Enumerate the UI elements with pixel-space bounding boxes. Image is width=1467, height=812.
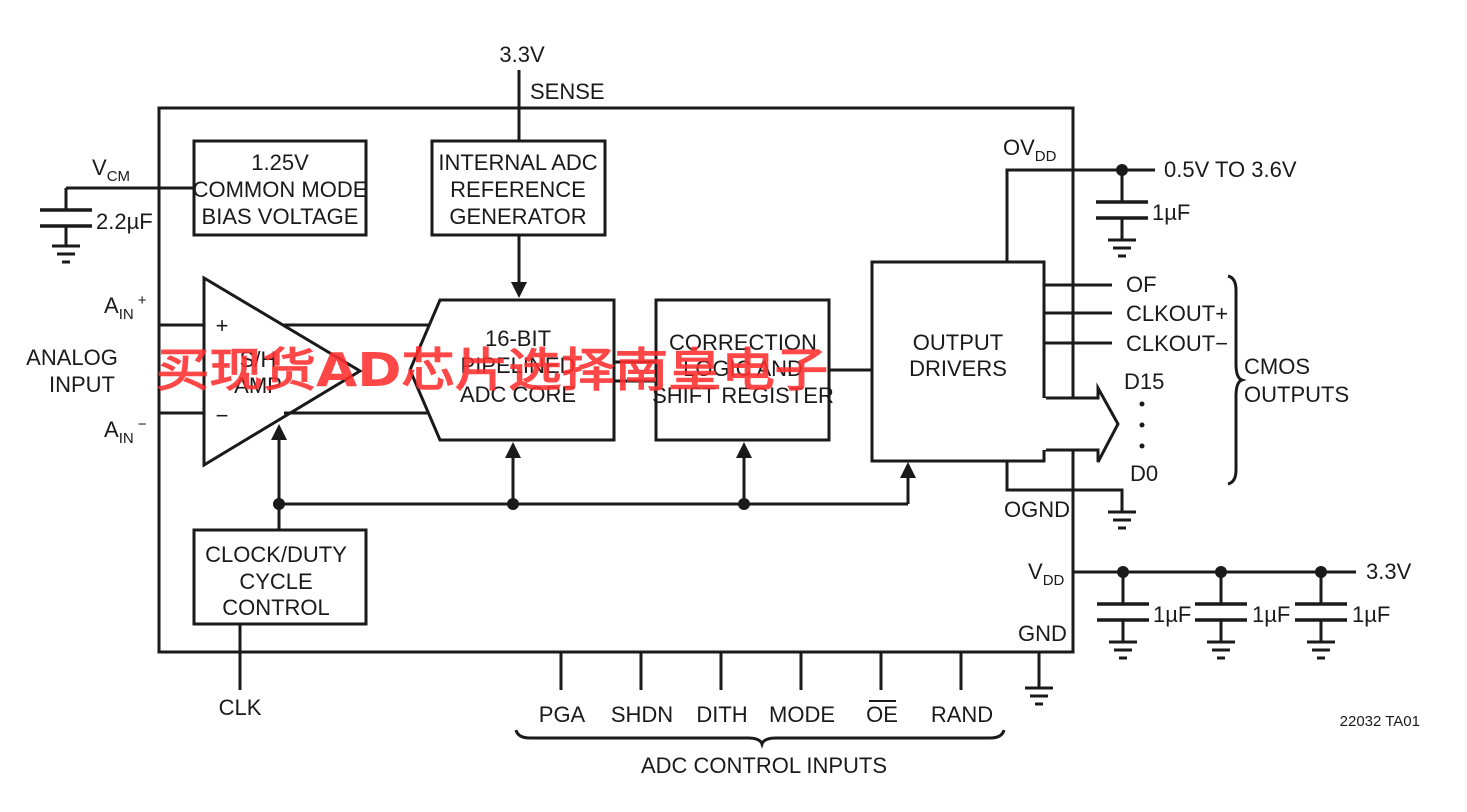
oe-label: OE [866,702,898,727]
adc-core-block [408,298,616,442]
arrow-up-icon [736,442,752,458]
sense-label: SENSE [530,79,605,104]
analog-input-line2: INPUT [49,372,115,397]
clk-line1: CLOCK/DUTY [205,542,347,567]
vdd-cap1-value: 1µF [1153,602,1191,627]
chip-outline [157,106,1075,654]
pga-label: PGA [539,702,586,727]
bias-voltage-block [192,139,368,237]
ground-icon [52,244,80,264]
out-line1: OUTPUT [913,330,1003,355]
of-label: OF [1126,272,1157,297]
bus-ellipsis-dot-3 [1139,443,1145,449]
data-bus-arrow-icon [1042,382,1120,463]
sh-line1: S/H [240,347,277,372]
watermark-text: 买现货AD芯片选择南皇电子 [156,343,828,397]
arrow-up-icon [900,462,916,478]
corr-line1: CORRECTION [669,330,817,355]
clock-duty-cycle-block [192,528,368,626]
clk-label: CLK [219,695,262,720]
supply-top-label: 3.3V [499,42,545,67]
analog-input-line1: ANALOG [26,345,118,370]
ovdd-wire [1005,168,1155,262]
ref-line1: INTERNAL ADC [438,150,597,175]
control-inputs-label: ADC CONTROL INPUTS [641,753,887,778]
sh-minus-label: − [216,403,229,428]
ain-minus-label: AIN− [104,416,147,447]
arrow-up-icon [271,424,287,440]
ground-icon [1108,510,1136,530]
figure-id-label: 22032 TA01 [1340,713,1420,730]
ov-range-label: 0.5V TO 3.6V [1164,157,1297,182]
sh-amp-triangle [202,275,363,468]
vdd-decoupling-cap-1 [1097,566,1149,660]
clkout-plus-label: CLKOUT+ [1126,301,1228,326]
bus-ellipsis-dot-2 [1139,422,1145,428]
ground-icon [1108,238,1136,258]
sh-line2: AMP [234,373,282,398]
corr-line2: LOGIC AND [683,356,803,381]
reference-generator-block [430,139,607,237]
bias-line1: 1.25V [251,150,309,175]
vdd-cap3-value: 1µF [1352,602,1390,627]
bias-line2: COMMON MODE [193,177,368,202]
out-line2: DRIVERS [909,356,1007,381]
vdd-decoupling-cap-3 [1295,566,1347,660]
ovdd-label: OVDD [1003,135,1057,165]
mode-label: MODE [769,702,835,727]
clk-line2: CYCLE [239,569,312,594]
dith-label: DITH [696,702,747,727]
vcm-cap-value: 2.2µF [96,209,153,234]
clkout-minus-label: CLKOUT− [1126,331,1228,356]
gnd-label: GND [1018,621,1067,646]
rand-label: RAND [931,702,993,727]
sh-plus-label: + [216,313,229,338]
ref-line3: GENERATOR [449,204,586,229]
vcm-label: VCM [92,155,130,185]
adc-line3: ADC CORE [460,382,576,407]
bus-ellipsis-dot-1 [1139,401,1145,407]
ground-icon [1025,686,1053,706]
ain-plus-label: AIN+ [104,292,147,323]
vdd-decoupling-cap-2 [1195,566,1247,660]
ognd-label: OGND [1004,497,1070,522]
ref-line2: REFERENCE [450,177,586,202]
adc-line1: 16-BIT [485,326,551,351]
vdd-cap2-value: 1µF [1252,602,1290,627]
ov-cap-value: 1µF [1152,200,1190,225]
d15-label: D15 [1124,369,1164,394]
output-drivers-block [870,260,1046,463]
cmos-line2: OUTPUTS [1244,382,1349,407]
correction-logic-block [654,298,831,442]
corr-line3: SHIFT REGISTER [652,383,834,408]
arrow-down-icon [511,282,527,298]
bias-line3: BIAS VOLTAGE [202,204,359,229]
arrow-up-icon [505,442,521,458]
clk-line3: CONTROL [222,595,330,620]
d0-label: D0 [1130,461,1158,486]
cmos-outputs-brace [1227,274,1247,486]
vdd-label: VDD [1028,559,1065,589]
vdd-supply-label: 3.3V [1366,559,1412,584]
cmos-line1: CMOS [1244,354,1310,379]
ognd-wire [1005,461,1124,512]
adc-line2: PIPELINED [461,353,576,378]
control-inputs-brace [514,729,1006,749]
shdn-label: SHDN [611,702,673,727]
